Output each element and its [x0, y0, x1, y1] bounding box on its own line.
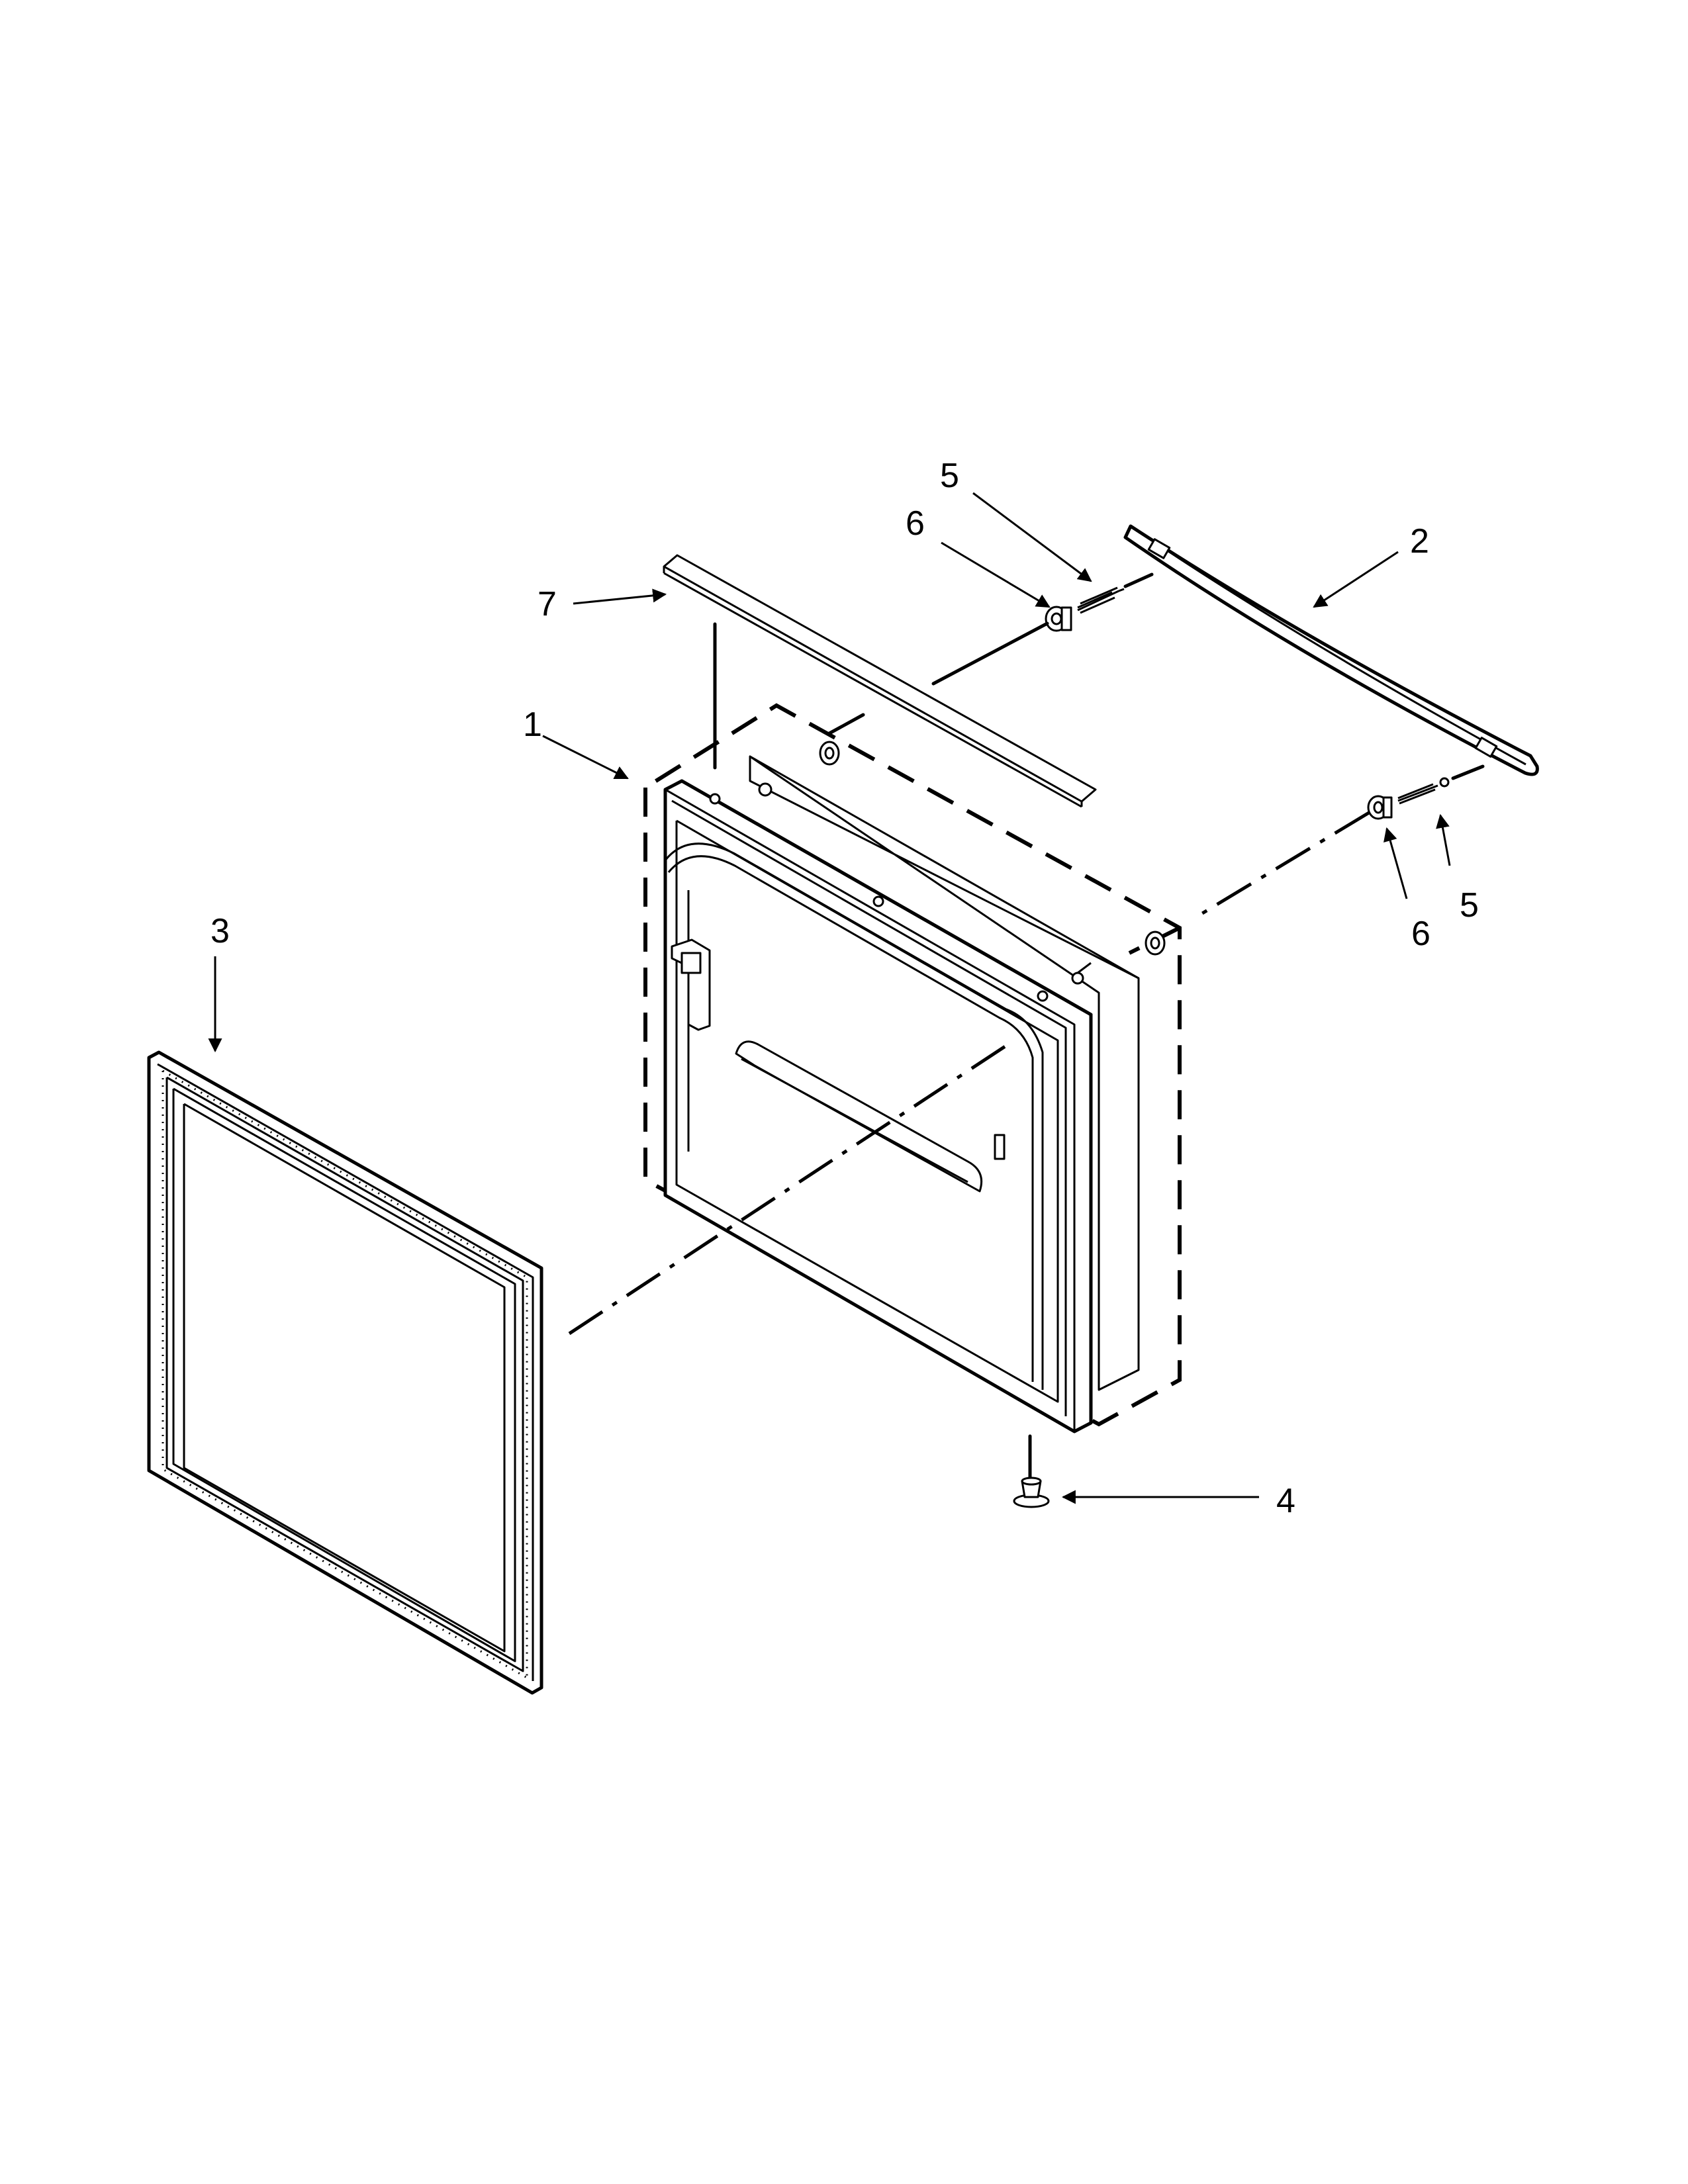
callout-2: 2: [1410, 522, 1429, 561]
gasket-leader: [568, 1044, 1008, 1336]
callout-6-bottom: 6: [1411, 915, 1430, 953]
callout-leaders: [208, 492, 1451, 1504]
callout-labels: 1 2 3 4 5 5 6 6 7: [211, 457, 1479, 1520]
callout-5-bottom: 5: [1460, 886, 1479, 925]
callout-6-top: 6: [906, 504, 925, 543]
callout-1: 1: [523, 705, 542, 744]
trim-strip-part: [663, 554, 1097, 808]
screw-spacer-top-part: [827, 572, 1154, 735]
foot-part: [1013, 1434, 1050, 1508]
callout-4: 4: [1276, 1482, 1295, 1520]
handle-part: [1123, 524, 1539, 776]
screw-spacer-bottom-part: [1196, 764, 1485, 919]
door-assembly-part: [643, 703, 1182, 1433]
callout-5-top: 5: [940, 457, 959, 495]
gasket-part: [147, 1050, 543, 1695]
callout-7: 7: [538, 585, 557, 623]
callout-3: 3: [211, 912, 230, 950]
